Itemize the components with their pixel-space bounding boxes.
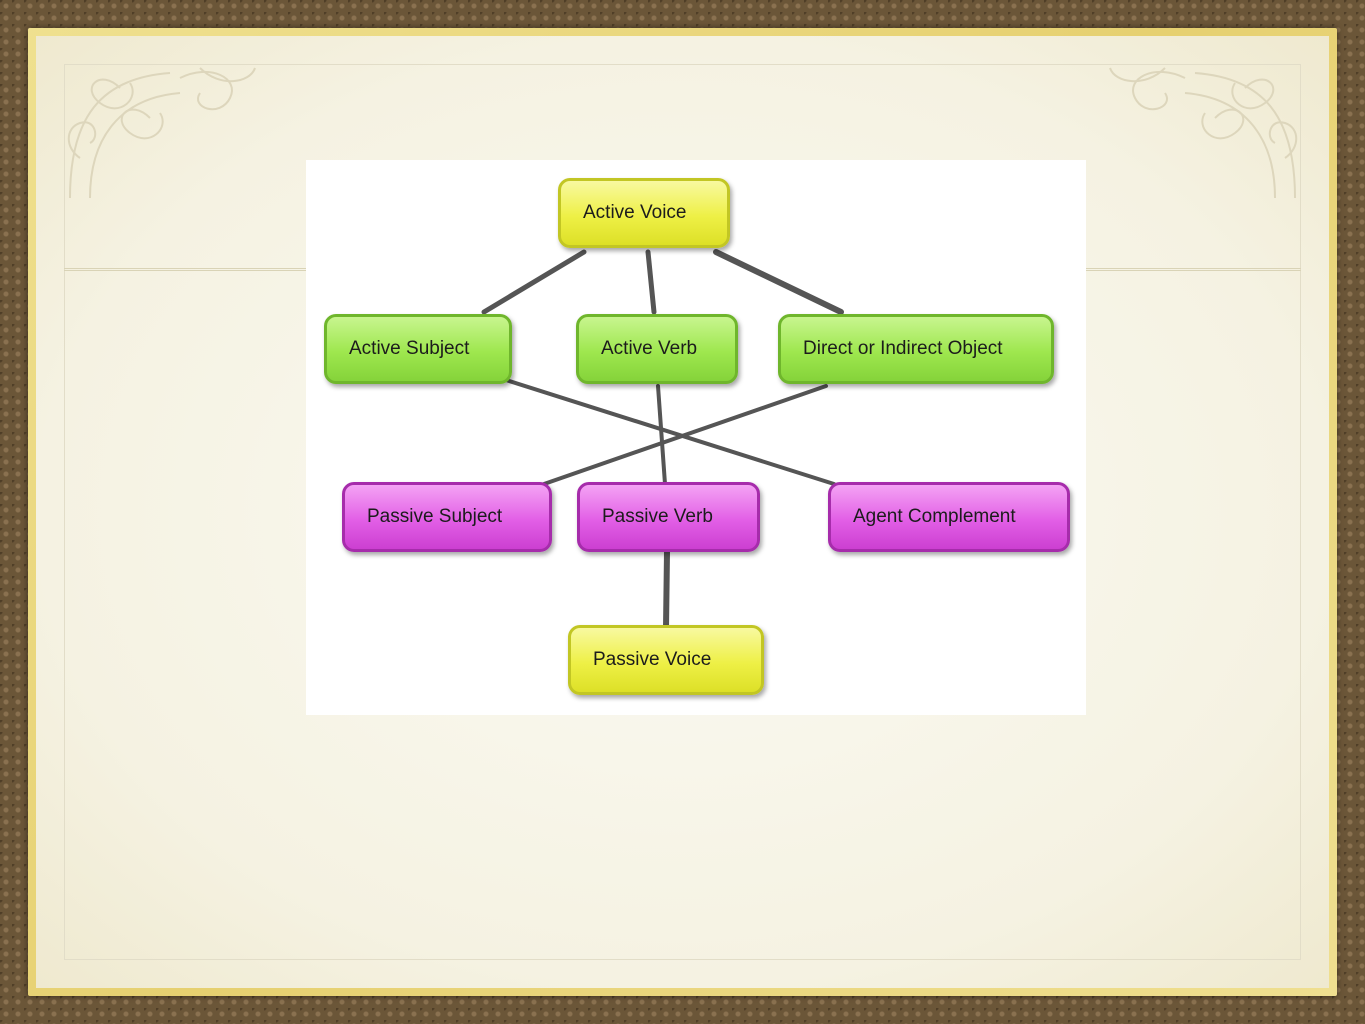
edge-active-voice-direct-object <box>713 249 844 315</box>
node-active-subject: Active Subject <box>324 314 512 384</box>
node-label: Active Subject <box>349 338 470 359</box>
node-active-verb: Active Verb <box>576 314 738 384</box>
slide-inner-border <box>64 64 1301 960</box>
node-label: Passive Voice <box>593 649 712 670</box>
node-direct-or-indirect-object: Direct or Indirect Object <box>778 314 1054 384</box>
corner-flourish-right-icon <box>1109 67 1298 199</box>
node-label: Passive Subject <box>367 506 503 527</box>
voice-concept-map: Active Voice Active Subject Active Verb … <box>306 160 1086 715</box>
edge-active-verb-passive-verb <box>656 384 667 486</box>
node-active-voice: Active Voice <box>558 178 730 248</box>
node-passive-verb: Passive Verb <box>577 482 760 552</box>
node-label: Active Voice <box>583 202 687 223</box>
edge-active-voice-active-subject <box>481 249 587 315</box>
node-label: Passive Verb <box>602 506 713 527</box>
edge-active-voice-active-verb <box>645 249 657 315</box>
connector-lines <box>481 249 844 631</box>
corner-flourish-left-icon <box>67 67 256 199</box>
node-label: Agent Complement <box>853 506 1016 527</box>
node-label: Direct or Indirect Object <box>803 338 1003 359</box>
node-agent-complement: Agent Complement <box>828 482 1070 552</box>
edge-direct-object-passive-subject <box>542 384 828 486</box>
edge-passive-verb-passive-voice <box>663 549 670 631</box>
node-passive-voice: Passive Voice <box>568 625 764 695</box>
node-label: Active Verb <box>601 338 698 359</box>
edge-active-subject-agent-complement <box>504 378 836 486</box>
node-passive-subject: Passive Subject <box>342 482 552 552</box>
